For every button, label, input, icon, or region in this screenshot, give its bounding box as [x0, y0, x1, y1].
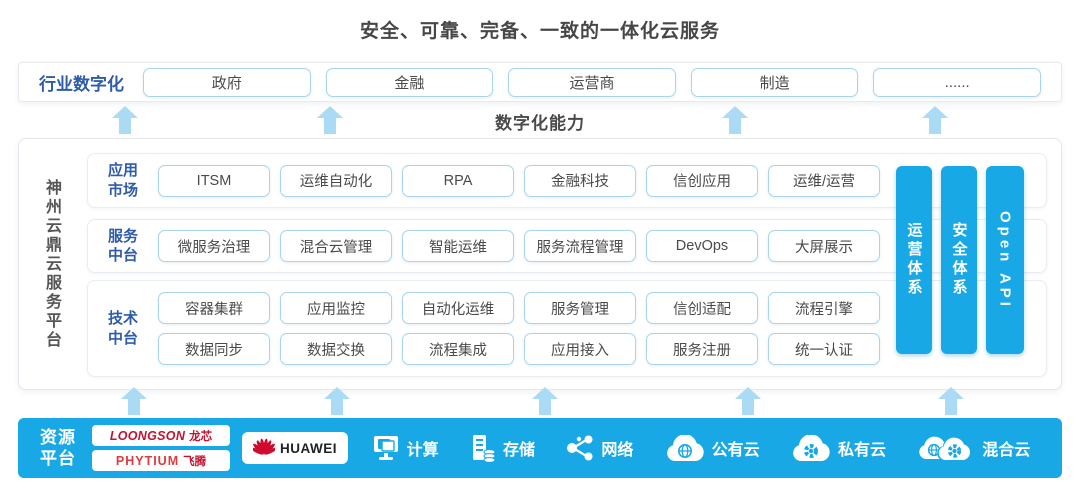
service-label: 公有云: [711, 442, 760, 459]
huawei-logo: HUAWEI: [242, 432, 348, 464]
up-arrow-icon: [112, 106, 138, 134]
service-label: 计算: [406, 442, 439, 459]
capability-item-ops-automation: 运维自动化: [280, 164, 392, 197]
tech-row-1: 容器集群 应用监控 自动化运维 服务管理 信创适配 流程引擎: [158, 292, 880, 324]
loongson-logo: LOONGSON 龙芯: [92, 425, 230, 446]
huawei-logo-text: HUAWEI: [280, 440, 337, 456]
section-label: 技术 中台: [98, 309, 148, 348]
capability-item-data-exchange: 数据交换: [280, 333, 392, 365]
capability-item-data-sync: 数据同步: [158, 333, 270, 365]
capability-item-auto-ops: 自动化运维: [402, 292, 514, 324]
capability-item-xinchuang-adapt: 信创适配: [646, 292, 758, 324]
capability-item-service-flow: 服务流程管理: [524, 230, 636, 262]
section-label-line: 应用: [107, 162, 138, 179]
capability-item-rpa: RPA: [402, 164, 514, 197]
section-tech-mid: 技术 中台 容器集群 应用监控 自动化运维 服务管理 信创适配 流程引擎 数据同…: [87, 280, 1047, 377]
service-private-cloud: 私有云: [791, 434, 886, 462]
platform-name: 神州云鼎云服务平台: [43, 178, 60, 350]
industry-item-operator: 运营商: [508, 67, 676, 97]
phytium-logo-text: PHYTIUM: [115, 453, 180, 468]
capability-item-app-access: 应用接入: [524, 333, 636, 365]
capability-item-dashboard: 大屏展示: [768, 230, 880, 262]
pillar-open-api: Open API: [986, 166, 1024, 354]
service-public-cloud: 公有云: [665, 434, 760, 462]
industry-item-finance: 金融: [325, 67, 494, 97]
industry-item-government: 政府: [143, 67, 311, 97]
resource-platform-bar: 资源 平台 LOONGSON 龙芯 PHYTIUM 飞腾: [18, 418, 1062, 478]
section-app-market: 应用 市场 ITSM 运维自动化 RPA 金融科技 信创应用 运维/运营: [87, 153, 1047, 208]
up-arrow-icon: [121, 387, 147, 415]
digital-capability-label: 数字化能力: [495, 114, 585, 133]
up-arrow-icon: [722, 106, 748, 134]
capability-item-ops-operation: 运维/运营: [768, 164, 880, 197]
capability-item-itsm: ITSM: [158, 164, 270, 197]
up-arrow-icon: [922, 106, 948, 134]
huawei-flower-icon: [253, 438, 275, 455]
up-arrow-icon: [532, 387, 558, 415]
storage-icon: [472, 434, 496, 462]
service-label: 网络: [601, 442, 634, 459]
industry-row-label: 行业数字化: [39, 74, 124, 94]
phytium-logo-cn: 飞腾: [183, 455, 207, 468]
loongson-logo-text: LOONGSON: [109, 428, 186, 443]
service-hybrid-cloud: 混合云: [917, 434, 1031, 462]
service-storage: 存储: [470, 434, 535, 462]
section-label: 服务 中台: [98, 227, 148, 266]
industry-item-more: ......: [873, 67, 1041, 97]
capability-item-microservice: 微服务治理: [158, 230, 270, 262]
hybrid-cloud-icon: [919, 434, 973, 461]
section-label-line: 技术: [107, 310, 138, 327]
pillar-operation-system: 运营体系: [896, 166, 932, 354]
capability-item-hybridcloud-mgmt: 混合云管理: [280, 230, 392, 262]
tech-row-2: 数据同步 数据交换 流程集成 应用接入 服务注册 统一认证: [158, 333, 880, 365]
capability-item-container: 容器集群: [158, 292, 270, 324]
section-label-line: 服务: [107, 227, 138, 245]
capability-item-devops: DevOps: [646, 230, 758, 262]
section-label-line: 中台: [107, 247, 138, 264]
service-label: 混合云: [982, 442, 1031, 459]
network-icon: [567, 435, 593, 461]
section-label-line: 市场: [107, 181, 138, 199]
capability-item-xinchuang-app: 信创应用: [646, 164, 758, 197]
up-arrow-icon: [735, 387, 761, 415]
tech-rows: 容器集群 应用监控 自动化运维 服务管理 信创适配 流程引擎 数据同步 数据交换…: [158, 292, 880, 365]
capability-item-flow-integration: 流程集成: [402, 333, 514, 365]
public-cloud-icon: [666, 434, 704, 461]
page-title: 安全、可靠、完备、一致的一体化云服务: [359, 21, 720, 42]
industry-item-manufacturing: 制造: [690, 67, 859, 97]
capability-item-fintech: 金融科技: [524, 164, 636, 197]
pillar-security-system: 安全体系: [941, 166, 977, 354]
resource-label-line: 平台: [40, 449, 76, 468]
capability-item-service-mgmt: 服务管理: [524, 292, 636, 324]
section-label-line: 中台: [107, 329, 138, 347]
service-network: 网络: [566, 435, 633, 461]
capability-item-service-registry: 服务注册: [646, 333, 758, 365]
service-compute: 计算: [372, 435, 439, 461]
service-label: 存储: [502, 442, 535, 459]
resource-label-line: 资源: [40, 427, 76, 447]
industry-row: 行业数字化 政府 金融 运营商 制造 ......: [18, 62, 1062, 102]
phytium-logo: PHYTIUM 飞腾: [92, 450, 230, 471]
section-label: 应用 市场: [98, 161, 148, 200]
service-label: 私有云: [837, 442, 886, 459]
capability-item-flow-engine: 流程引擎: [768, 292, 880, 324]
private-cloud-icon: [793, 434, 830, 461]
up-arrow-icon: [317, 106, 343, 134]
loongson-logo-cn: 龙芯: [189, 430, 213, 443]
resource-services: 计算 存储: [356, 434, 1046, 462]
capability-item-unified-auth: 统一认证: [768, 333, 880, 365]
cpu-vendor-logos: LOONGSON 龙芯 PHYTIUM 飞腾: [92, 425, 230, 471]
up-arrow-icon: [938, 387, 964, 415]
platform-box: 神州云鼎云服务平台 应用 市场 ITSM 运维自动化 RPA 金融科技 信创应用…: [18, 138, 1062, 390]
up-arrow-icon: [324, 387, 350, 415]
capability-item-app-monitor: 应用监控: [280, 292, 392, 324]
resource-platform-label: 资源 平台: [40, 427, 76, 470]
compute-icon: [373, 436, 398, 460]
capability-item-smart-ops: 智能运维: [402, 230, 514, 262]
section-service-mid: 服务 中台 微服务治理 混合云管理 智能运维 服务流程管理 DevOps 大屏展…: [87, 219, 1047, 273]
